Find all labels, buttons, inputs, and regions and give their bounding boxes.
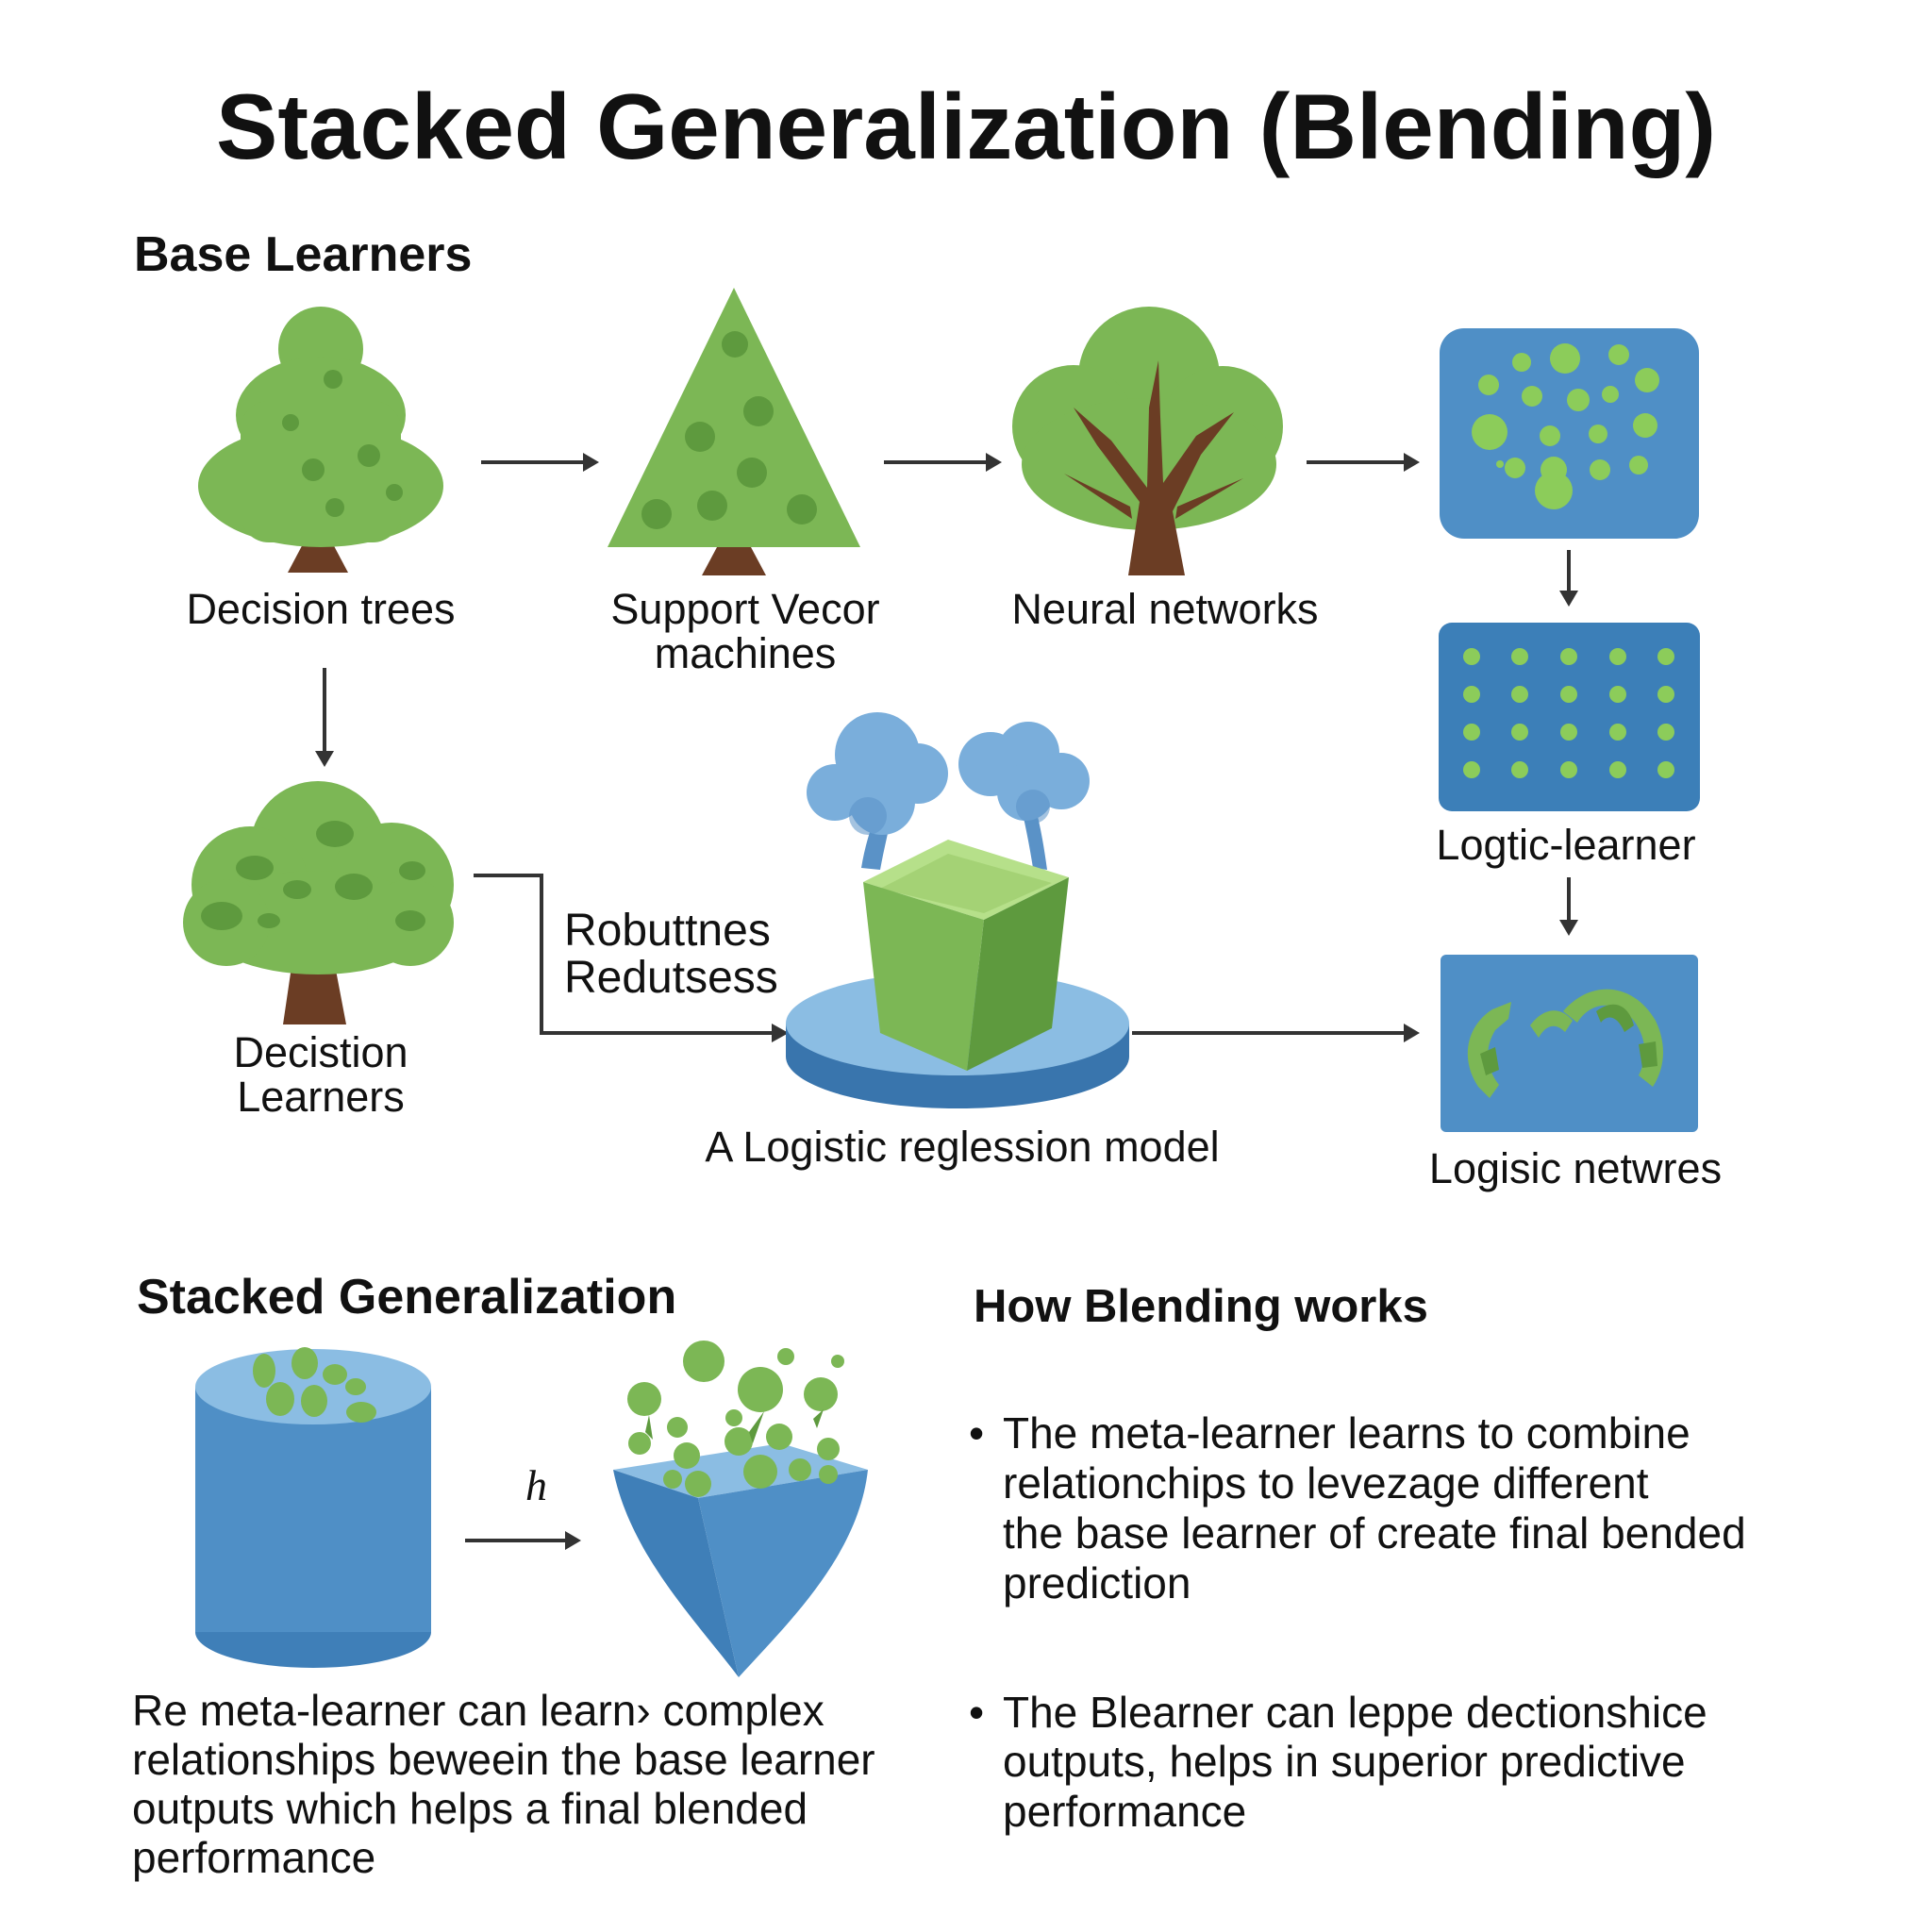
blender-funnel-icon [613,1341,868,1677]
base-learners-heading: Base Learners [134,227,473,282]
grid-dots-panel [1439,623,1700,811]
arrow-down-3 [1559,877,1578,936]
arrow-right-5 [465,1531,581,1550]
stacked-description: Re meta-learner can learn› complex relat… [132,1686,962,1883]
robust-label-line1: Robuttnes [564,906,771,956]
svm-label-line2: machines [654,629,837,678]
stacked-generalization-heading: Stacked Generalization [137,1270,677,1324]
decision-learners-tree-icon [183,781,454,1024]
scattered-dots-panel [1440,328,1699,539]
bullet-2-line1: The Blearner can leppe dectionshice [1003,1687,1707,1737]
bullet-1-line1: The meta-learner learns to combine [1003,1408,1690,1457]
stacked-description-line2: relationships beweein the base learner [132,1734,875,1784]
svm-label: Support Vecor machines [575,587,915,676]
stacked-description-line3: outputs which helps a final blended [132,1783,808,1833]
decision-trees-label: Decision trees [186,585,456,633]
blending-bullet-list: • The meta-learner learns to combine rel… [969,1408,1912,1916]
elbow-arrow [474,874,789,1042]
neural-networks-label: Neural networks [1011,585,1319,633]
decistion-label-line2: Learners [237,1073,405,1122]
bullet-1-line3: the base learner of create final bended [1003,1507,1746,1557]
bullet-2-line3: performance [1003,1787,1247,1837]
data-cylinder-icon [195,1347,431,1668]
decision-tree-icon [198,307,443,573]
blending-bullet-2: • The Blearner can leppe dectionshice ou… [969,1688,1912,1838]
arrow-right-1 [481,453,599,472]
arrow-h-label: h [525,1461,547,1509]
arrow-down-1 [1559,550,1578,607]
arrow-down-2 [315,668,334,767]
robust-label: Robuttnes Redutsess [564,906,800,1004]
decistion-label-line1: Decistion [233,1028,408,1076]
decistion-learners-label: Decistion Learners [170,1030,472,1120]
page-title: Stacked Generalization (Blending) [215,75,1717,178]
bullet-dot-2: • [969,1687,985,1737]
how-blending-works-heading: How Blending works [974,1281,1428,1332]
bullet-dot-1: • [969,1408,985,1457]
arrow-right-2 [884,453,1002,472]
stacked-description-line1: Re meta-learner can learn› complex [132,1686,824,1735]
arrow-right-3 [1307,453,1420,472]
logistic-regression-model-icon [786,712,1129,1108]
logisic-networks-label: Logisic netwres [1428,1144,1723,1192]
neural-network-tree-icon [1012,307,1283,575]
bullet-1-line2: relationchips to levezage different [1003,1457,1649,1507]
bullet-1-line4: prediction [1003,1557,1191,1607]
svm-triangle-icon [608,288,860,575]
svm-label-line1: Support Vecor [610,585,880,633]
logtic-learner-label: Logtic-learner [1436,821,1696,869]
arrow-right-4 [1132,1024,1420,1042]
logisic-networks-panel [1441,955,1698,1132]
bullet-2-line2: outputs, helps in superior predictive [1003,1737,1686,1787]
blending-bullet-1: • The meta-learner learns to combine rel… [969,1408,1912,1608]
logistic-model-label: A Logistic reglession model [705,1123,1220,1171]
stacked-description-line4: performance [132,1832,376,1882]
robust-label-line2: Redutsess [564,953,778,1004]
